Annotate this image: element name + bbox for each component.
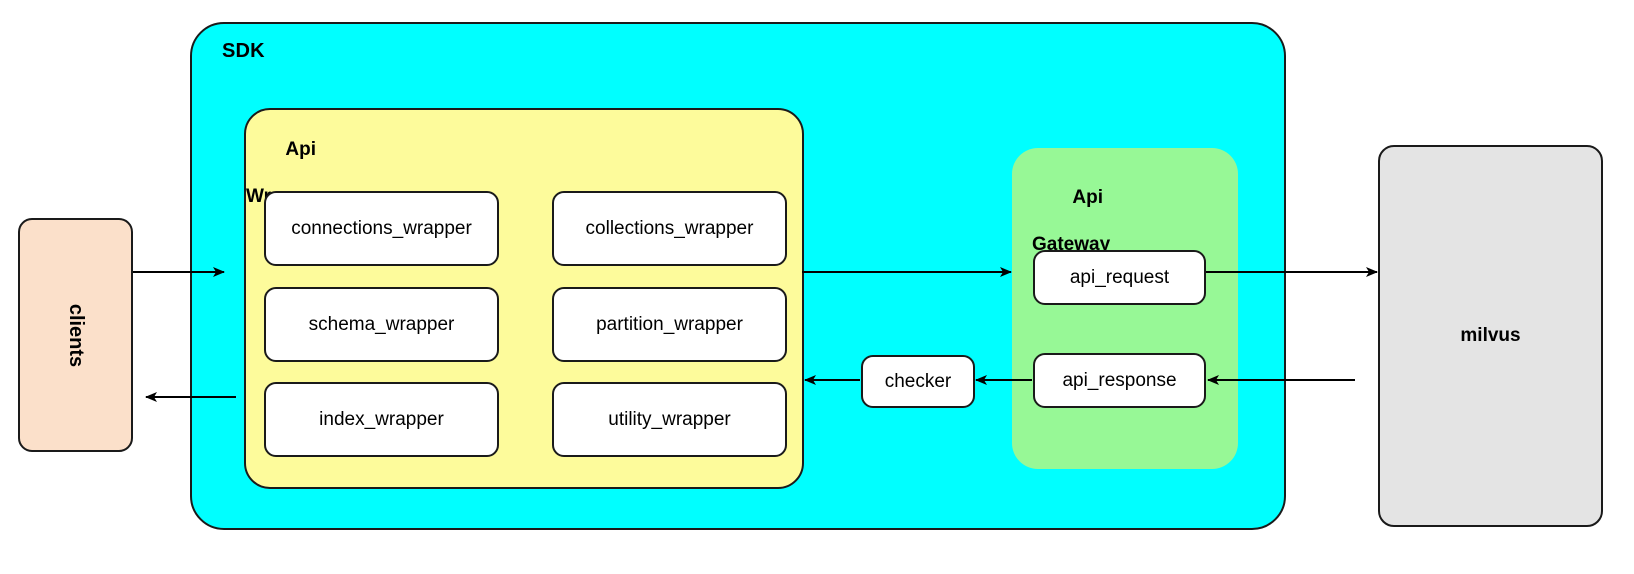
clients-box: clients bbox=[18, 218, 133, 452]
wrapper-cell-schema[interactable]: schema_wrapper bbox=[264, 287, 499, 362]
checker-box[interactable]: checker bbox=[861, 355, 975, 408]
clients-label: clients bbox=[64, 303, 87, 367]
milvus-box: milvus bbox=[1378, 145, 1603, 527]
api-wrapper-label-line1: Api bbox=[285, 139, 317, 161]
api-gateway-container bbox=[1012, 148, 1238, 469]
api-gateway-label: Api Gateway bbox=[1032, 163, 1110, 302]
wrapper-cell-connections[interactable]: connections_wrapper bbox=[264, 191, 499, 266]
api-gateway-label-line2: Gateway bbox=[1032, 233, 1111, 255]
wrapper-cell-utility[interactable]: utility_wrapper bbox=[552, 382, 787, 457]
sdk-label: SDK bbox=[222, 40, 265, 62]
api-gateway-label-line1: Api bbox=[1072, 187, 1104, 209]
gateway-cell-api-response[interactable]: api_response bbox=[1033, 353, 1206, 408]
wrapper-cell-collections[interactable]: collections_wrapper bbox=[552, 191, 787, 266]
wrapper-cell-index[interactable]: index_wrapper bbox=[264, 382, 499, 457]
gateway-cell-api-request[interactable]: api_request bbox=[1033, 250, 1206, 305]
wrapper-cell-partition[interactable]: partition_wrapper bbox=[552, 287, 787, 362]
